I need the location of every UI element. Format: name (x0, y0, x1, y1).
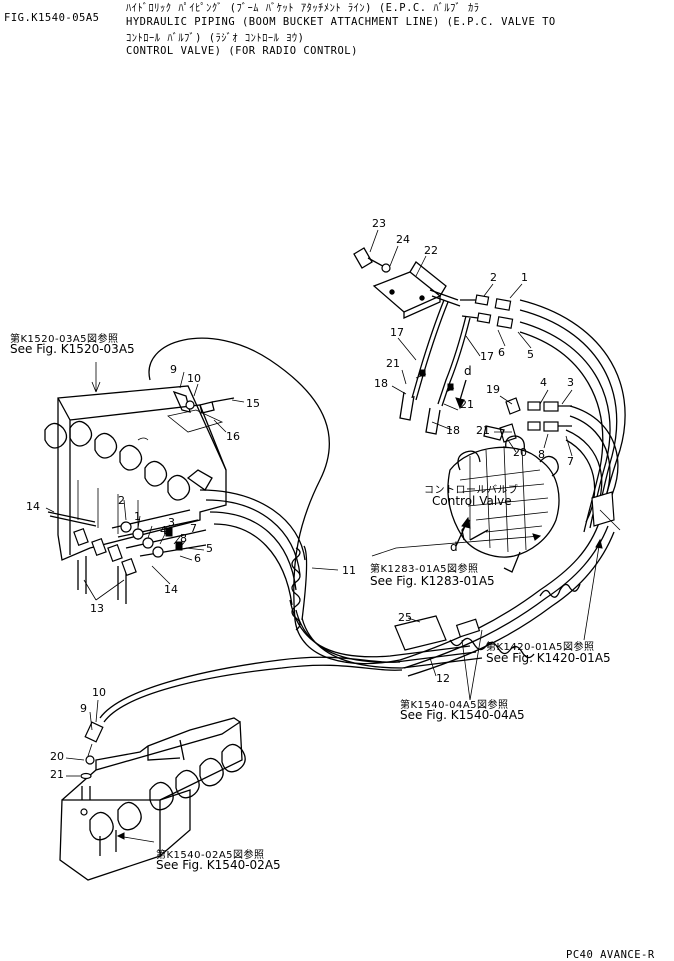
part-number-22: 22 (424, 244, 438, 257)
part-number-3-left: 3 (168, 516, 175, 529)
ref-k1540-04-en: See Fig. K1540-04A5 (400, 708, 525, 722)
bracket-22 (353, 247, 461, 320)
hose-bundle-lower (394, 519, 615, 677)
part-number-5-left: 5 (206, 542, 213, 555)
part-number-21-a: 21 (386, 357, 400, 370)
part-number-1-left: 1 (134, 510, 141, 523)
part-number-8-top: 8 (538, 448, 545, 461)
part-number-14-left: 14 (26, 500, 40, 513)
fittings-3-4-7-8 (499, 397, 572, 443)
part-number-11: 11 (342, 564, 356, 577)
part-number-9-lower: 9 (80, 702, 87, 715)
pipes-17 (399, 299, 471, 435)
ref-k1420-jp: 第K1420-01A5図参照 (486, 642, 595, 653)
part-number-18-b: 18 (446, 424, 460, 437)
part-number-25: 25 (398, 611, 412, 624)
epc-valve-block-lower (59, 717, 246, 881)
part-number-18-a: 18 (374, 377, 388, 390)
title-line-en-1: HYDRAULIC PIPING (BOOM BUCKET ATTACHMENT… (126, 16, 556, 28)
part-number-6-left: 6 (194, 552, 201, 565)
part-number-21-c: 21 (476, 424, 490, 437)
part-number-17-left: 17 (390, 326, 404, 339)
ref-k1283-jp: 第K1283-01A5図参照 (370, 564, 479, 575)
ref-k1420-en: See Fig. K1420-01A5 (486, 651, 611, 665)
part-number-2-top: 2 (490, 271, 497, 284)
title-line-jp-2: ｺﾝﾄﾛｰﾙ ﾊﾞﾙﾌﾞ) (ﾗｼﾞｵ ｺﾝﾄﾛｰﾙ ﾖｳ) (126, 32, 305, 44)
hose-9-10-lower (80, 656, 403, 780)
hoses-right-side (519, 299, 626, 533)
control-valve (447, 425, 560, 573)
part-number-20-lower: 20 (50, 750, 64, 763)
part-number-24: 24 (396, 233, 410, 246)
part-number-1-top: 1 (521, 271, 528, 284)
title-line-jp-1: ﾊｲﾄﾞﾛﾘｯｸ ﾊﾟｲﾋﾟﾝｸﾞ (ﾌﾞｰﾑ ﾊﾞｹｯﾄ ｱﾀｯﾁﾒﾝﾄ ﾗｲ… (126, 2, 480, 14)
part-number-23: 23 (372, 217, 386, 230)
part-number-10-upper: 10 (187, 372, 201, 385)
part-number-21-lower: 21 (50, 768, 64, 781)
part-number-4-top: 4 (540, 376, 547, 389)
fitting-group-9-10-15-16 (137, 390, 235, 441)
part-number-8-left: 8 (180, 532, 187, 545)
part-number-15: 15 (246, 397, 260, 410)
part-number-5-top: 5 (527, 348, 534, 361)
arrow-label-d-top: d (464, 364, 472, 378)
control-valve-label-jp: コントロールバルブ (424, 485, 519, 496)
ref-k1520-en: See Fig. K1520-03A5 (10, 342, 135, 356)
epc-valve-block-upper (44, 385, 227, 604)
ref-k1540-02-en: See Fig. K1540-02A5 (156, 858, 281, 872)
model-footer: PC40 AVANCE-R (566, 949, 655, 961)
part-number-7-top: 7 (567, 455, 574, 468)
part-number-2-left: 2 (118, 494, 125, 507)
part-number-6-top: 6 (498, 346, 505, 359)
part-number-3-top: 3 (567, 376, 574, 389)
part-number-4-left: 4 (160, 524, 167, 537)
ref-k1540-04-jp: 第K1540-04A5図参照 (400, 700, 509, 711)
part-number-14-bottom: 14 (164, 583, 178, 596)
title-line-en-2: CONTROL VALVE) (FOR RADIO CONTROL) (126, 45, 358, 57)
part-number-7-left: 7 (190, 522, 197, 535)
part-number-19: 19 (486, 383, 500, 396)
arrow-label-d-bottom: d (450, 540, 458, 554)
part-number-12: 12 (436, 672, 450, 685)
ref-k1283-en: See Fig. K1283-01A5 (370, 574, 495, 588)
part-number-17-right: 17 (480, 350, 494, 363)
ref-k1540-02-jp: 第K1540-02A5図参照 (156, 850, 265, 861)
part-number-13: 13 (90, 602, 104, 615)
part-number-9-upper: 9 (170, 363, 177, 376)
part-number-16: 16 (226, 430, 240, 443)
fittings-1-2-5-6 (460, 294, 514, 329)
leader-lines (45, 229, 603, 843)
control-valve-label-en: Control Valve (432, 494, 512, 508)
part-number-20-top: 20 (513, 446, 527, 459)
part-number-10-lower: 10 (92, 686, 106, 699)
figure-code: FIG.K1540-05A5 (4, 12, 100, 24)
direction-arrows (455, 379, 471, 547)
ref-k1520-jp: 第K1520-03A5図参照 (10, 334, 119, 345)
part-number-21-b: 21 (460, 398, 474, 411)
pipe-11-bundle (148, 337, 483, 669)
